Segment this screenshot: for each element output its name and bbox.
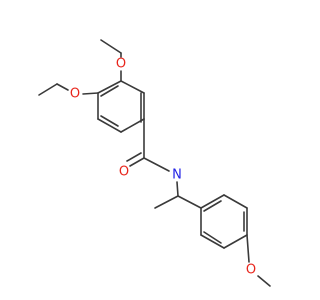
o-methyl-bond bbox=[257, 275, 271, 287]
molecule-structure: O O O N O bbox=[38, 39, 271, 287]
ch-aryl-bond bbox=[177, 195, 202, 209]
atom-label-o-ethoxy-left: O bbox=[70, 87, 80, 102]
aryl-ring-bond bbox=[200, 234, 225, 249]
aryl-double-3 bbox=[203, 231, 222, 244]
ring-bond bbox=[97, 118, 122, 133]
atom-label-o-ethoxy-top: O bbox=[116, 57, 126, 72]
carbonyl-bond-2 bbox=[126, 152, 142, 162]
structure-canvas: O O O N O bbox=[38, 39, 271, 287]
carbonyl-bond-1 bbox=[129, 157, 145, 167]
ring-o-bond-left bbox=[82, 92, 99, 95]
atom-label-o-methoxy: O bbox=[246, 263, 256, 278]
atom-label-layer: O O O N O bbox=[70, 57, 256, 278]
aryl-ring-bond bbox=[200, 194, 225, 209]
ring-bond bbox=[97, 80, 122, 94]
aryl-ring-bond bbox=[223, 194, 248, 209]
aryl-o-bond bbox=[246, 234, 250, 263]
n-ch-bond bbox=[176, 181, 179, 197]
aryl-ring-bond bbox=[223, 234, 248, 249]
atom-label-n-amide: N bbox=[172, 168, 182, 183]
c-n-bond bbox=[143, 157, 170, 172]
ch-methyl-bond bbox=[154, 195, 179, 209]
atom-label-o-carbonyl: O bbox=[119, 165, 129, 180]
ring-bond bbox=[120, 118, 145, 133]
aryl-double-1 bbox=[203, 200, 222, 212]
ethyl-bond-left bbox=[38, 83, 58, 96]
ring-double-1 bbox=[100, 85, 119, 97]
ring-bond bbox=[120, 80, 145, 94]
o-ethyl-bond-left bbox=[56, 83, 69, 91]
ring-double-2 bbox=[100, 115, 119, 127]
bond-layer bbox=[38, 39, 271, 287]
ethyl-bond-top bbox=[100, 39, 122, 54]
